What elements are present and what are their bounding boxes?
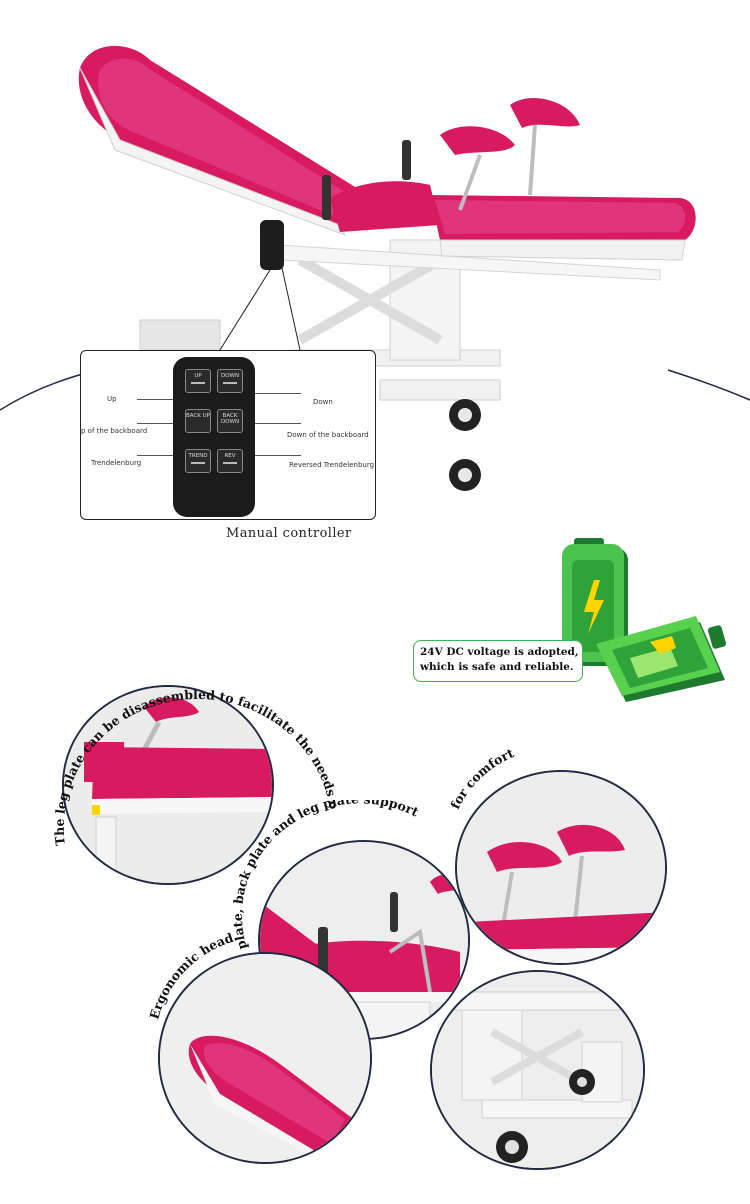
leader-line bbox=[137, 423, 173, 424]
voltage-line-1: 24V DC voltage is adopted, bbox=[420, 646, 579, 658]
gynecological-chair-image bbox=[78, 45, 696, 491]
label-backboard-up: p of the backboard bbox=[81, 427, 148, 435]
remote-back-down-button[interactable]: BACK DOWN bbox=[217, 409, 243, 433]
remote-rev-button[interactable]: REV bbox=[217, 449, 243, 473]
manual-controller: UP DOWN BACK UP BACK DOWN TREND REV bbox=[173, 357, 255, 517]
detail-circle-comfort bbox=[455, 770, 667, 965]
leader-line bbox=[255, 393, 301, 394]
leader-line bbox=[255, 455, 301, 456]
leader-line bbox=[137, 399, 173, 400]
leader-line bbox=[255, 423, 301, 424]
label-backboard-down: Down of the backboard bbox=[287, 431, 369, 439]
detail-circle-leg-plate bbox=[62, 685, 274, 885]
remote-trend-button[interactable]: TREND bbox=[185, 449, 211, 473]
label-up: Up bbox=[107, 395, 117, 403]
detail-circle-ergonomic-head bbox=[158, 952, 372, 1164]
manual-controller-caption: Manual controller bbox=[226, 526, 352, 541]
leader-line bbox=[137, 455, 173, 456]
label-down: Down bbox=[313, 398, 333, 406]
remote-callout-box: UP DOWN BACK UP BACK DOWN TREND REV Up p… bbox=[80, 350, 376, 520]
detail-circle-base-wheels bbox=[430, 970, 645, 1170]
label-trendelenburg: Trendelenburg bbox=[91, 459, 142, 467]
remote-down-button[interactable]: DOWN bbox=[217, 369, 243, 393]
voltage-callout: 24V DC voltage is adopted, which is safe… bbox=[413, 640, 583, 682]
remote-up-button[interactable]: UP bbox=[185, 369, 211, 393]
label-reversed-trendelenburg: Reversed Trendelenburg bbox=[289, 461, 375, 469]
remote-back-up-button[interactable]: BACK UP bbox=[185, 409, 211, 433]
voltage-line-2: which is safe and reliable. bbox=[420, 661, 574, 673]
battery-icon bbox=[562, 538, 727, 702]
